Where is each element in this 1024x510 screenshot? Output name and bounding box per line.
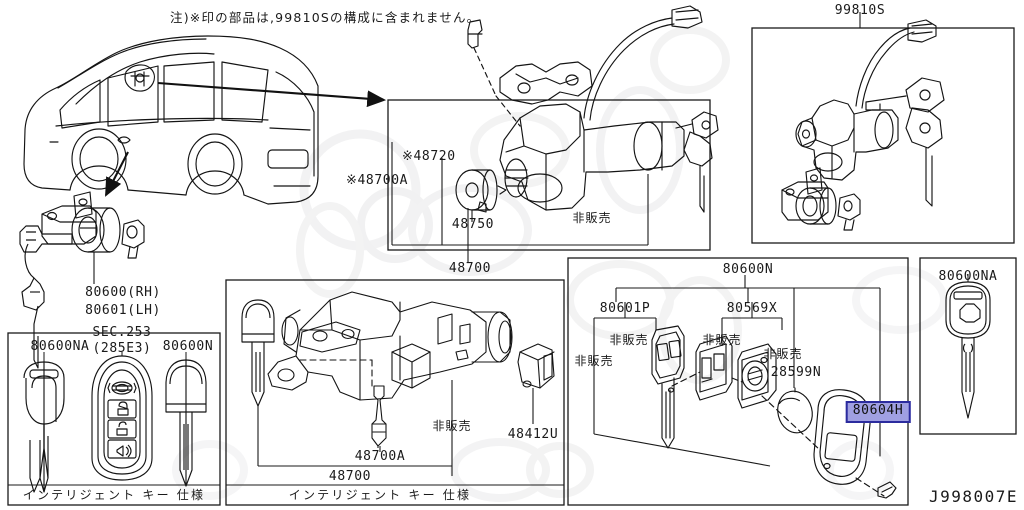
label-80604h-highlighted[interactable]: 80604H (845, 401, 911, 423)
caption-intelligent-key-center: インテリジェント キー 仕様 (288, 488, 472, 502)
label-80601-lh: 80601(LH) (85, 303, 161, 318)
label-48700-upper: 48700 (448, 261, 492, 276)
label-nonsale-fob-2: 非販売 (609, 333, 649, 347)
panel-key-blank-right (919, 257, 1017, 435)
steering-lock-assembly (455, 5, 719, 213)
key-blank-80600NA-right (945, 274, 991, 419)
background-watermark (172, 26, 948, 502)
label-sec253-sub: (285E3) (92, 341, 152, 356)
label-80601p: 80601P (599, 301, 651, 316)
label-nonsale-fob-4: 非販売 (763, 347, 803, 361)
diagram-note: 注)※印の部品は,99810Sの構成に含まれません。 (170, 10, 481, 25)
bracket-48700-column (257, 380, 534, 476)
label-99810s: 99810S (834, 3, 886, 18)
panel-intelligent-key-left (7, 332, 221, 506)
panel-steering-column (225, 279, 565, 506)
label-48700a-upper: ※48700A (346, 173, 409, 188)
label-48750: 48750 (451, 217, 495, 232)
intelligent-key-fob-sec253 (91, 352, 153, 481)
label-48412u: 48412U (507, 427, 559, 442)
steering-column-lock-assembly (267, 291, 555, 447)
label-nonsale-fob-3: 非販売 (702, 333, 742, 347)
label-80600na-left: 80600NA (30, 339, 90, 354)
panel-key-fob-exploded (567, 257, 909, 506)
key-blank-80600NA (23, 352, 65, 493)
label-sec253: SEC.253 (92, 325, 152, 340)
key-fob-exploded-parts (651, 325, 897, 499)
callout-arrow-steering (157, 81, 387, 108)
label-48700a-column: 48700A (354, 449, 406, 464)
diagram-id: J998007E (928, 487, 1018, 506)
bracket-48700 (391, 142, 649, 262)
bracket-80600N (593, 275, 881, 467)
panel-99810s (751, 27, 1015, 244)
label-48700-column: 48700 (328, 469, 372, 484)
callout-arrow-door (105, 151, 129, 197)
label-80600na-right: 80600NA (938, 269, 998, 284)
label-80569x: 80569X (726, 301, 778, 316)
vehicle-drawing (23, 35, 319, 205)
label-28599n: 28599N (770, 365, 822, 380)
ignition-lock-kit (781, 19, 945, 231)
label-nonsale-upper: 非販売 (572, 211, 612, 225)
label-nonsale-column: 非販売 (432, 419, 472, 433)
key-blank-column (241, 299, 275, 407)
label-80600n-left: 80600N (162, 339, 214, 354)
caption-intelligent-key-left: インテリジェント キー 仕様 (22, 488, 206, 502)
label-80600n-fob: 80600N (722, 262, 774, 277)
label-80600-rh: 80600(RH) (85, 285, 161, 300)
label-nonsale-fob-1: 非販売 (574, 354, 614, 368)
key-blank-80600N (165, 352, 207, 487)
label-48720: ※48720 (402, 149, 456, 164)
